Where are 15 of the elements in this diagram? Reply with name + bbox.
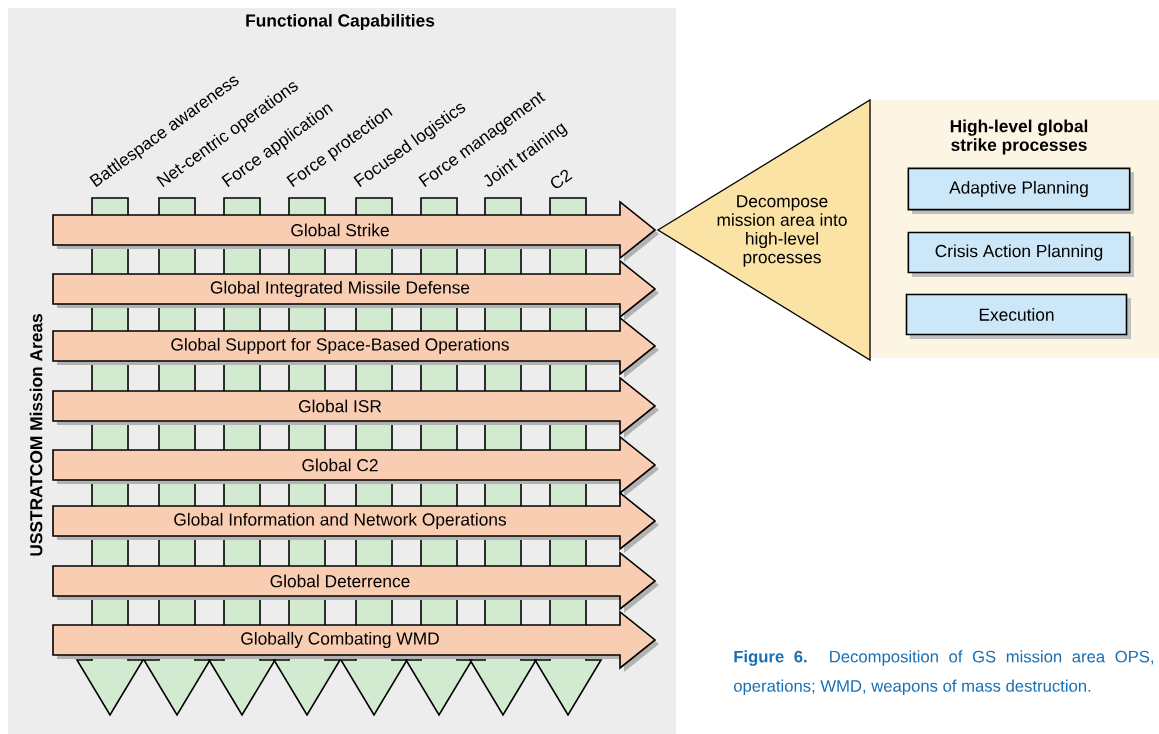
mission-band: Global Support for Space-Based Operations bbox=[52, 316, 659, 378]
mission-band: Global ISR bbox=[52, 376, 659, 438]
process-box: Execution bbox=[905, 293, 1131, 339]
mission-band: Global Deterrence bbox=[52, 551, 659, 613]
process-box: Adaptive Planning bbox=[907, 167, 1134, 214]
mission-band: Globally Combating WMD bbox=[52, 610, 659, 672]
capability-label: C2 bbox=[551, 169, 573, 189]
mission-band: Global Integrated Missile Defense bbox=[52, 259, 659, 321]
axis-title: Functional Capabilities bbox=[246, 13, 435, 31]
axis-title: USSTRATCOM Mission Areas bbox=[29, 314, 43, 556]
mission-band: Global Information and Network Operations bbox=[52, 491, 659, 553]
process-box: Crisis Action Planning bbox=[907, 231, 1134, 277]
mission-band: Global Strike bbox=[52, 200, 659, 262]
mission-band: Global C2 bbox=[52, 435, 659, 497]
figure-caption: Figure 6. Decomposition of GS mission area OPS, operations; WMD, weapons of mass destruction. bbox=[733, 650, 1154, 696]
